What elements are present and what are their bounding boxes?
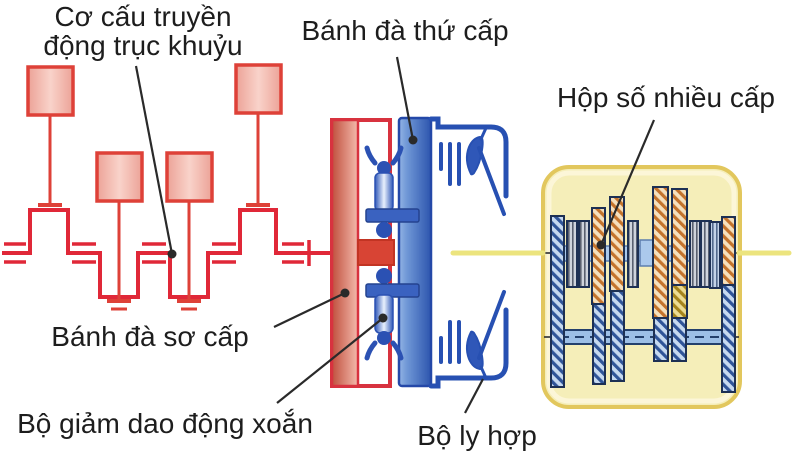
gear <box>652 186 669 319</box>
leader-torsional-damper <box>276 317 384 404</box>
label-crank-mechanism-line1: Cơ cấu truyền <box>54 1 232 32</box>
gear <box>671 317 687 362</box>
gear <box>609 196 625 292</box>
primary-flywheel <box>330 118 395 388</box>
leader-gearbox <box>599 119 656 246</box>
gear <box>591 207 606 305</box>
crankshaft <box>2 208 332 299</box>
piston-3 <box>165 151 214 203</box>
label-clutch: Bộ ly hợp <box>417 420 537 451</box>
crankshaft-mechanism <box>2 63 332 311</box>
piston-1 <box>26 65 75 117</box>
piston-4 <box>234 63 283 115</box>
label-primary-flywheel: Bánh đà sơ cấp <box>51 321 249 352</box>
damper-hub <box>357 239 395 266</box>
leader-crank-mechanism <box>134 65 174 255</box>
gear <box>592 303 606 385</box>
label-torsional-damper: Bộ giảm dao động xoắn <box>17 408 313 439</box>
clutch-cover-top <box>428 116 509 199</box>
leader-lines <box>134 56 656 414</box>
clutch-cover-bottom <box>428 307 509 389</box>
gear <box>721 216 736 286</box>
label-gearbox: Hộp số nhiều cấp <box>557 82 775 113</box>
synchro <box>709 221 721 289</box>
clutch-assembly <box>428 116 509 389</box>
label-secondary-flywheel: Bánh đà thứ cấp <box>301 15 509 46</box>
gear <box>550 215 565 388</box>
torsional-damper <box>364 145 420 361</box>
synchro <box>689 220 701 288</box>
pistons <box>26 63 283 311</box>
synchro <box>627 220 639 288</box>
label-crank-mechanism: Cơ cấu truyền động trục khuỷu <box>43 2 242 60</box>
gear <box>721 284 736 393</box>
leader-clutch <box>464 378 484 414</box>
gear <box>671 188 688 286</box>
damper-spring-upper <box>364 145 420 238</box>
gear <box>671 284 688 319</box>
piston-2 <box>95 151 144 203</box>
secondary-flywheel <box>397 116 433 388</box>
clutch-plates <box>439 142 461 364</box>
gear <box>653 317 669 362</box>
diaphragm-spring <box>465 126 506 380</box>
label-crank-mechanism-line2: động trục khuỷu <box>43 30 243 61</box>
connecting-rods <box>38 113 270 311</box>
synchro <box>578 220 590 288</box>
gearbox-gears <box>550 186 736 393</box>
synchro <box>566 220 578 288</box>
leader-secondary-flywheel <box>395 56 415 141</box>
main-bearings <box>4 240 311 266</box>
leader-primary-flywheel <box>273 292 346 328</box>
gear <box>610 290 625 382</box>
